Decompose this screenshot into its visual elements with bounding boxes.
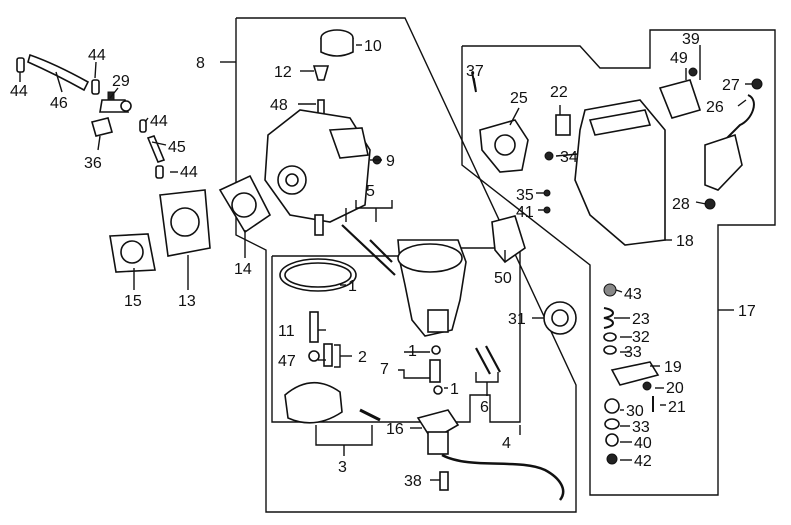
callout-44: 44 xyxy=(88,47,106,64)
callout-30: 30 xyxy=(626,403,644,420)
callout-20: 20 xyxy=(666,380,684,397)
carburetor-body xyxy=(264,29,467,337)
carburetor-part xyxy=(264,109,371,223)
callout-22: 22 xyxy=(550,84,568,101)
callout-25: 25 xyxy=(510,90,528,107)
callout-1: 1 xyxy=(450,381,459,398)
callout-19: 19 xyxy=(664,359,682,376)
callout-1: 1 xyxy=(348,278,357,295)
callout-31: 31 xyxy=(508,311,526,328)
callout-26: 26 xyxy=(706,99,724,116)
fuel-line-parts xyxy=(16,53,272,273)
governor-group-outline xyxy=(461,29,776,496)
callout-38: 38 xyxy=(404,473,422,490)
callout-32: 32 xyxy=(632,329,650,346)
callout-49: 49 xyxy=(670,50,688,67)
governor-parts xyxy=(471,67,763,465)
callout-40: 40 xyxy=(634,435,652,452)
leader-lines xyxy=(19,44,752,481)
callout-17: 17 xyxy=(738,303,756,320)
arm-part xyxy=(610,361,660,386)
callout-13: 13 xyxy=(178,293,196,310)
callout-7: 7 xyxy=(380,361,389,378)
callout-44: 44 xyxy=(150,113,168,130)
callout-42: 42 xyxy=(634,453,652,470)
callout-28: 28 xyxy=(672,196,690,213)
callout-21: 21 xyxy=(668,399,686,416)
callout-6: 6 xyxy=(480,399,489,416)
callout-48: 48 xyxy=(270,97,288,114)
callout-33: 33 xyxy=(632,419,650,436)
callout-27: 27 xyxy=(722,77,740,94)
fuel-tube-part xyxy=(27,53,90,92)
callout-3: 3 xyxy=(338,459,347,476)
callout-46: 46 xyxy=(50,95,68,112)
clip-part xyxy=(16,57,25,73)
callout-23: 23 xyxy=(632,311,650,328)
callout-35: 35 xyxy=(516,187,534,204)
fuel-valve-part xyxy=(99,99,130,113)
callout-36: 36 xyxy=(84,155,102,172)
callout-34: 34 xyxy=(560,149,578,166)
short-tube-part xyxy=(146,135,166,163)
callout-12: 12 xyxy=(274,64,292,81)
callout-5: 5 xyxy=(366,183,375,200)
callout-45: 45 xyxy=(168,139,186,156)
callout-8: 8 xyxy=(196,55,205,72)
callout-14: 14 xyxy=(234,261,252,278)
gasket-part xyxy=(658,79,702,119)
callout-18: 18 xyxy=(676,233,694,250)
callout-50: 50 xyxy=(494,270,512,287)
lower-kit-parts xyxy=(284,311,565,501)
float-part xyxy=(284,381,343,424)
callout-37: 37 xyxy=(466,63,484,80)
carburetor-group-outline xyxy=(235,17,577,513)
callout-44: 44 xyxy=(10,83,28,100)
governor-lever-part xyxy=(704,133,743,191)
callout-29: 29 xyxy=(112,73,130,90)
clip-part xyxy=(91,79,100,95)
gasket-part xyxy=(491,215,526,264)
callout-9: 9 xyxy=(386,153,395,170)
callout-16: 16 xyxy=(386,421,404,438)
callout-2: 2 xyxy=(358,349,367,366)
callout-10: 10 xyxy=(364,38,382,55)
callout-1: 1 xyxy=(408,343,417,360)
control-bracket-part xyxy=(574,99,666,246)
callout-39: 39 xyxy=(682,31,700,48)
cap-part xyxy=(320,38,354,57)
callout-4: 4 xyxy=(502,435,511,452)
callout-15: 15 xyxy=(124,293,142,310)
callout-33: 33 xyxy=(624,344,642,361)
valve-bracket-part xyxy=(91,117,113,137)
callout-41: 41 xyxy=(516,204,534,221)
callout-47: 47 xyxy=(278,353,296,370)
callout-11: 11 xyxy=(278,323,295,340)
callout-labels: 44 46 44 29 36 44 45 44 15 13 14 8 10 12… xyxy=(10,31,756,490)
callout-43: 43 xyxy=(624,286,642,303)
screw-part xyxy=(312,65,330,81)
callout-44: 44 xyxy=(180,164,198,181)
